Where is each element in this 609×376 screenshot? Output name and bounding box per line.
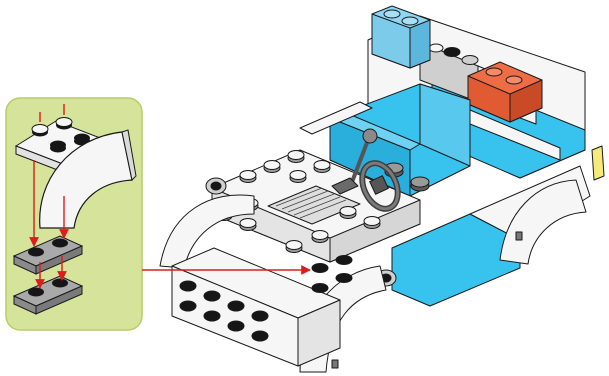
stud (290, 171, 306, 183)
stud (50, 141, 66, 153)
stud (32, 125, 48, 137)
tail-light (592, 146, 604, 180)
stud (314, 161, 330, 173)
stud (340, 207, 356, 219)
stud (264, 161, 280, 173)
stud (288, 151, 304, 163)
headlight-left (206, 178, 226, 194)
stud (240, 171, 256, 183)
police-car-model (160, 6, 604, 372)
stud (56, 118, 72, 130)
wheel-arch-rear (500, 180, 586, 264)
subassembly-callout (6, 98, 142, 330)
stud (286, 241, 302, 253)
stud (240, 219, 256, 231)
stud (364, 217, 380, 229)
stud (312, 231, 328, 243)
